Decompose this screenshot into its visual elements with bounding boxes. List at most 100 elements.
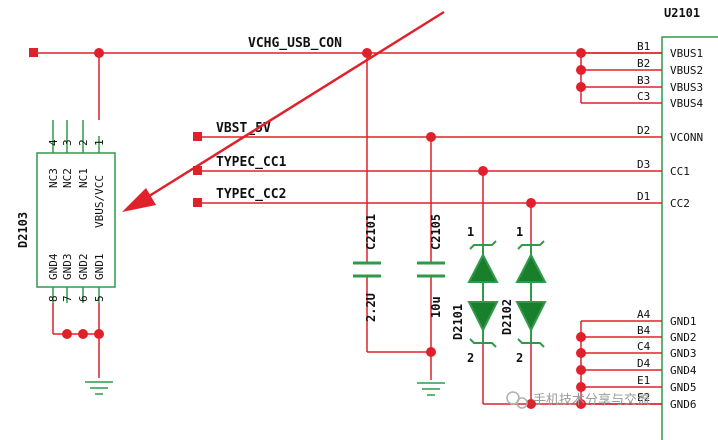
junction-dot (526, 198, 536, 208)
junction-dot (426, 347, 436, 357)
u2101-pin-number: B4 (637, 324, 651, 337)
junction-dot (78, 329, 88, 339)
vbst-port (193, 132, 202, 141)
u2101-designator: U2101 (664, 6, 700, 20)
d2103-bottom-pin-number: 6 (77, 295, 90, 302)
wechat-icon (506, 391, 520, 405)
u2101-pin-number: C4 (637, 340, 651, 353)
d2103-pin-stubs (52, 120, 100, 303)
d2101-designator: D2101 (451, 304, 465, 340)
d2103-bottom-pin-name: GND1 (93, 254, 106, 281)
junction-dot (576, 399, 586, 409)
u2101-pin-number: E2 (637, 391, 650, 404)
net-label-cc1: TYPEC_CC1 (216, 155, 287, 170)
junction-dot (576, 365, 586, 375)
u2101-pin-number: D3 (637, 158, 650, 171)
capacitor-icon (353, 261, 381, 278)
u2101-pin-number: C3 (637, 90, 650, 103)
junction-dot (478, 166, 488, 176)
d2103-top-pin-number: 3 (61, 139, 74, 146)
c2105-value: 10u (429, 296, 443, 318)
ground-icon (85, 381, 113, 395)
junction-dot (576, 48, 586, 58)
ground-symbols (85, 381, 445, 396)
annotation-arrow-icon (122, 10, 445, 212)
u2101-pin-name: GND4 (670, 364, 697, 377)
u2101-pin-name: VBUS4 (670, 97, 703, 110)
u2101-pin-name: VBUS3 (670, 81, 703, 94)
d2101: 1 2 D2101 (451, 225, 499, 365)
d2103-designator: D2103 (16, 212, 30, 248)
d2103-top-pin-name: NC2 (61, 168, 74, 188)
d2103-top-pin-name: NC1 (77, 168, 90, 188)
u2101-pin-name: GND3 (670, 347, 697, 360)
d2101-pin1: 1 (467, 225, 474, 239)
c2105: C2105 10u (417, 214, 445, 318)
u2101-pin-number: B2 (637, 57, 650, 70)
d2102-pin2: 2 (516, 351, 523, 365)
d2103-bottom-pin-number: 8 (47, 295, 60, 302)
u2101-pin-number: B3 (637, 74, 650, 87)
u2101-body (661, 36, 718, 440)
ground-icon (417, 382, 445, 396)
u2101-pin-name: GND6 (670, 398, 697, 411)
u2101-pin-number: E1 (637, 374, 650, 387)
c2105-designator: C2105 (429, 214, 443, 250)
d2103-bottom-pin-name: GND3 (61, 254, 74, 281)
d2103-top-pin-number: 2 (77, 139, 90, 146)
c2101: C2101 2.2U (353, 214, 381, 322)
junction-dot (362, 48, 372, 58)
d2102-designator: D2102 (500, 299, 514, 335)
watermark-text: 手机技术分享与交流 (533, 392, 650, 408)
u2101-pin-name: GND1 (670, 315, 697, 328)
u2101-pin-name: CC1 (670, 165, 690, 178)
junction-dot (426, 132, 436, 142)
junction-dot (94, 48, 104, 58)
junction-dot (576, 348, 586, 358)
d2103-top-pin-number: 4 (47, 139, 60, 146)
u2101-pin-number: B1 (637, 40, 650, 53)
u2101-pin-number: D2 (637, 124, 650, 137)
d2103-bottom-pin-name: GND2 (77, 254, 90, 281)
d2102: 1 2 D2102 (500, 225, 547, 365)
u2101-pin-name: CC2 (670, 197, 690, 210)
junction-dot (576, 65, 586, 75)
d2103-bottom-pin-name: GND4 (47, 253, 60, 280)
net-label-cc2: TYPEC_CC2 (216, 187, 286, 202)
net-label-vchg: VCHG_USB_CON (248, 36, 342, 51)
vchg-port (29, 48, 38, 57)
u2101-pin-number: D4 (637, 357, 651, 370)
watermark: 手机技术分享与交流 (506, 391, 650, 409)
d2102-pin1: 1 (516, 225, 523, 239)
wires (34, 52, 662, 405)
u2101-pin-name: GND2 (670, 331, 697, 344)
junction-dot (526, 399, 536, 409)
junctions (62, 48, 586, 409)
u2101-pin-name: VBUS1 (670, 47, 703, 60)
u2101-pin-number: A4 (637, 308, 651, 321)
tvs-diode-icon (467, 240, 499, 348)
d2101-pin2: 2 (467, 351, 474, 365)
junction-dot (576, 332, 586, 342)
d2103-body (36, 152, 116, 288)
tvs-diode-icon (515, 240, 547, 348)
u2101-pin-number: D1 (637, 190, 650, 203)
junction-dot (94, 329, 104, 339)
u2101-pin-name: VCONN (670, 131, 703, 144)
d2103-top-pin-number: 1 (93, 139, 106, 146)
junction-dot (62, 329, 72, 339)
net-label-vbst: VBST_5V (216, 121, 271, 136)
d2103-top-pin-name: NC3 (47, 168, 60, 188)
cc2-port (193, 198, 202, 207)
d2103-bottom-pin-number: 7 (61, 295, 74, 302)
junction-dot (576, 82, 586, 92)
u2101-pin-name: VBUS2 (670, 64, 703, 77)
d2103-top-pin-name: VBUS/VCC (93, 175, 106, 228)
c2101-value: 2.2U (364, 293, 378, 322)
net-ports (29, 48, 202, 207)
